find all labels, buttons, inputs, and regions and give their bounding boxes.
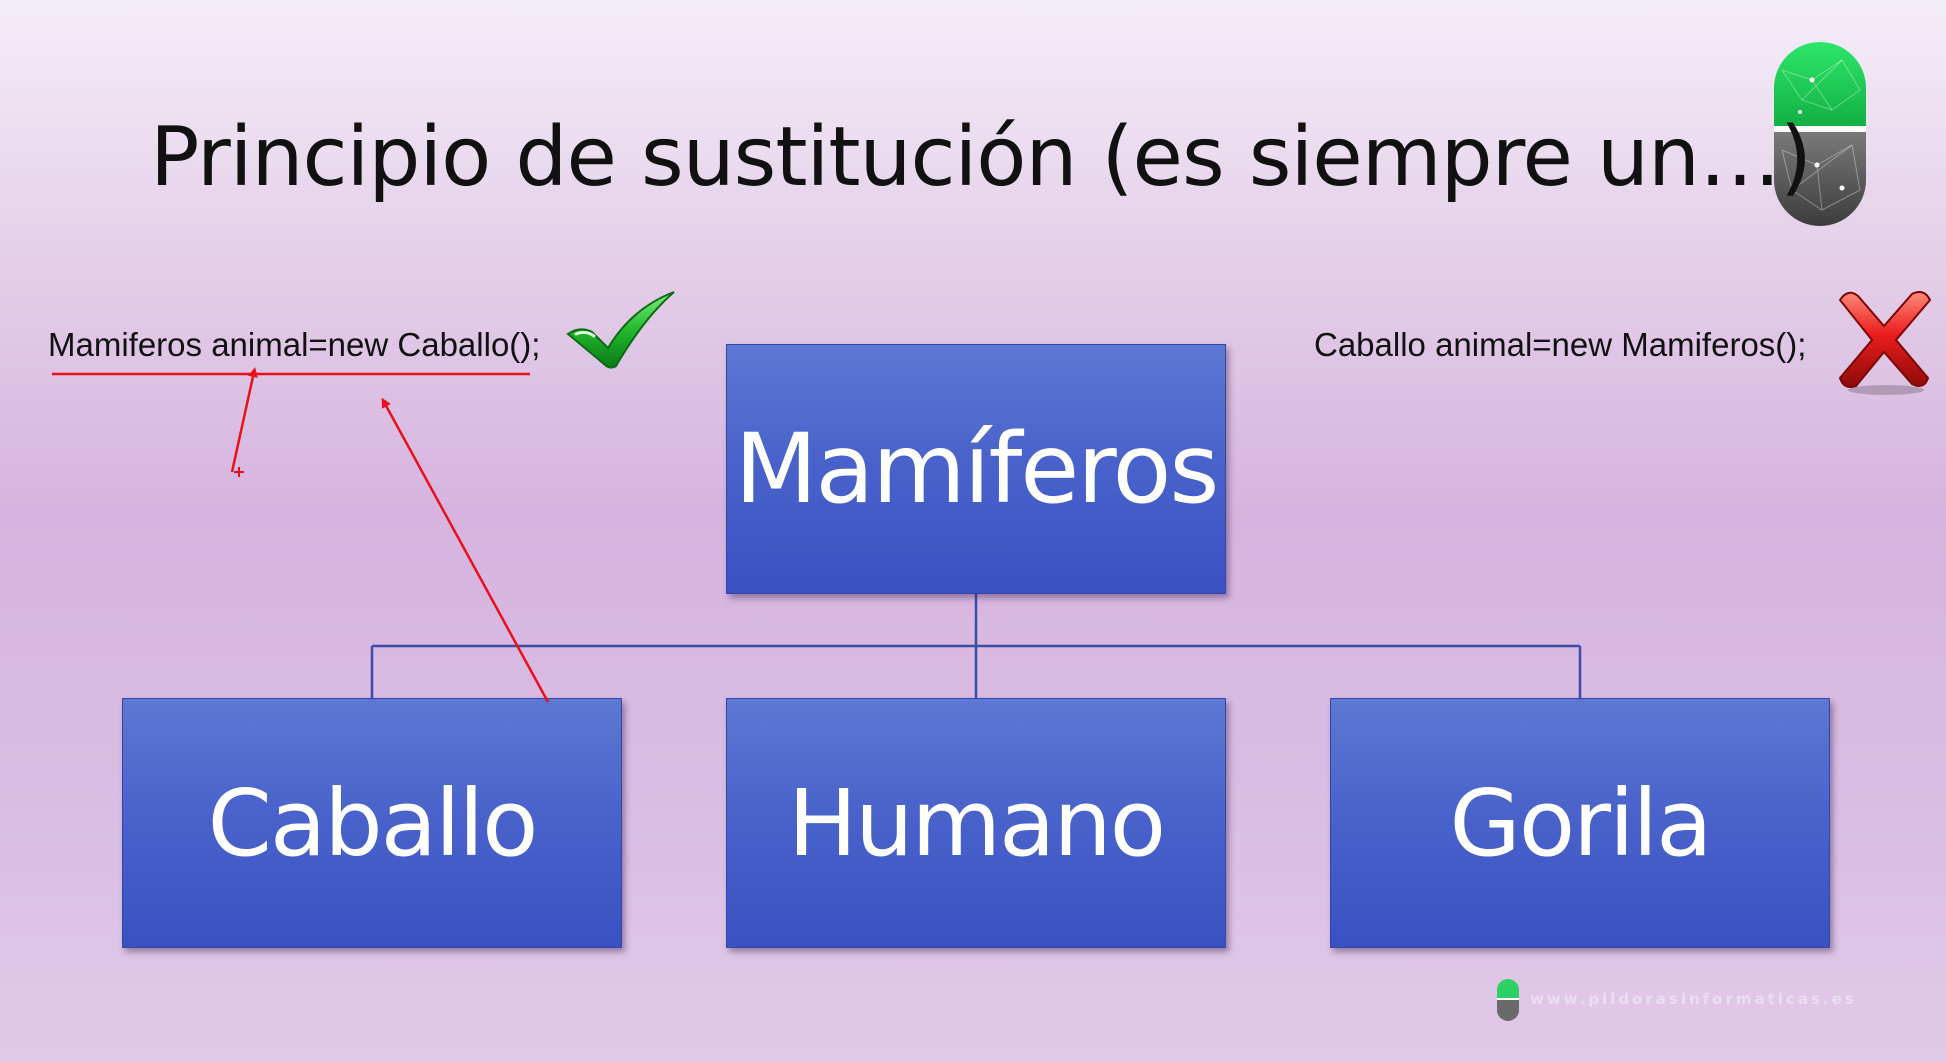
invalid-code-example: Caballo animal=new Mamiferos();: [1314, 326, 1807, 363]
child-class-label: Gorila: [1449, 769, 1713, 877]
pill-logo-icon: [1774, 42, 1866, 226]
arrow-annotation: [230, 367, 258, 473]
arrow-annotation: [381, 397, 550, 703]
green-checkmark-icon: [566, 291, 675, 369]
child-class-label: Caballo: [207, 769, 539, 877]
cursor-mark: [234, 467, 244, 477]
child-class-box: Gorila: [1330, 698, 1830, 948]
valid-code-example: Mamiferos animal=new Caballo();: [48, 326, 541, 363]
child-class-box: Humano: [726, 698, 1226, 948]
slide-title: Principio de sustitución (es siempre un……: [150, 110, 1812, 205]
parent-class-box: Mamíferos: [726, 344, 1226, 594]
small-pill-logo-icon: [1497, 979, 1519, 1021]
website-watermark: www.pildorasinformaticas.es: [1530, 990, 1857, 1008]
red-x-icon: [1838, 291, 1932, 395]
child-class-label: Humano: [787, 769, 1166, 877]
child-class-box: Caballo: [122, 698, 622, 948]
parent-class-label: Mamíferos: [734, 413, 1220, 525]
